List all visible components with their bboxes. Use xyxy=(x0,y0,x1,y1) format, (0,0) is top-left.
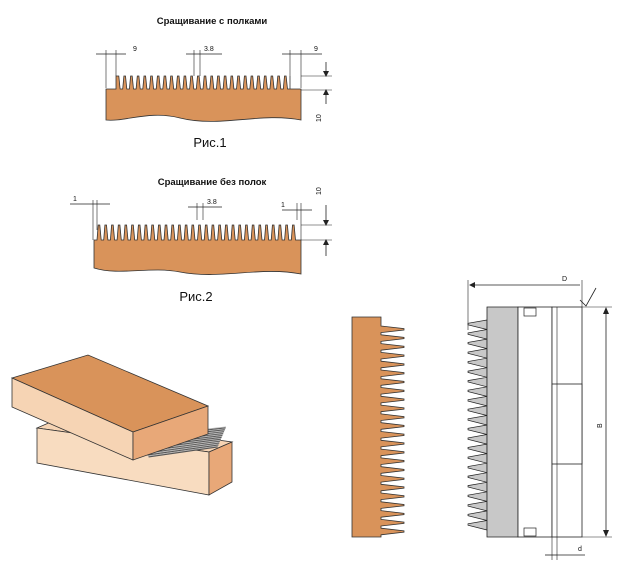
fig1-board xyxy=(105,75,302,122)
figure-1: Сращивание с полками 9 3.8 9 10 Рис.1 xyxy=(96,16,332,150)
cutter-keyway-top xyxy=(523,307,537,317)
fig1-dim-pitch-label: 3.8 xyxy=(204,46,214,53)
fig2-dim-left-label: 1 xyxy=(73,196,77,203)
fig2-board xyxy=(93,224,302,275)
surface-finish-mark xyxy=(579,287,597,307)
figure-2: Сращивание без полок 1 3.8 1 10 Рис.2 xyxy=(70,177,332,304)
comb-finger xyxy=(146,443,219,455)
fig2-dim-depth-label: 10 xyxy=(316,187,323,195)
lower-board-side xyxy=(208,441,233,496)
comb-finger xyxy=(147,445,219,457)
fig2-dim-pitch-label: 3.8 xyxy=(207,199,217,206)
cutter-drawing: D B d xyxy=(467,276,612,560)
fig2-dim-right-label: 1 xyxy=(281,202,285,209)
cutter-hub-section xyxy=(486,306,519,538)
fig1-caption: Рис.1 xyxy=(193,135,226,150)
fig1-title: Сращивание с полками xyxy=(157,16,268,27)
cutter-dim-bore-label: d xyxy=(578,546,582,553)
toothed-profile xyxy=(351,316,405,538)
joint-3d-view xyxy=(10,354,234,496)
cutter-keyway-bottom xyxy=(523,527,537,537)
fig2-caption: Рис.2 xyxy=(179,289,212,304)
profile-board xyxy=(351,316,405,538)
upper-board-side xyxy=(132,405,209,461)
cutter-teeth xyxy=(467,319,488,531)
fig1-dim-right-label: 9 xyxy=(314,46,318,53)
fig1-dim-left-label: 9 xyxy=(133,46,137,53)
cutter-dim-diameter-label: D xyxy=(562,276,567,283)
fig2-title: Сращивание без полок xyxy=(158,177,267,188)
cutter-body xyxy=(517,306,553,538)
comb-finger xyxy=(147,444,219,456)
cutter-dim-height-label: B xyxy=(597,423,604,428)
fig1-dim-depth-label: 10 xyxy=(316,114,323,122)
comb-finger xyxy=(148,446,218,458)
cutter-bore-center xyxy=(551,383,583,465)
